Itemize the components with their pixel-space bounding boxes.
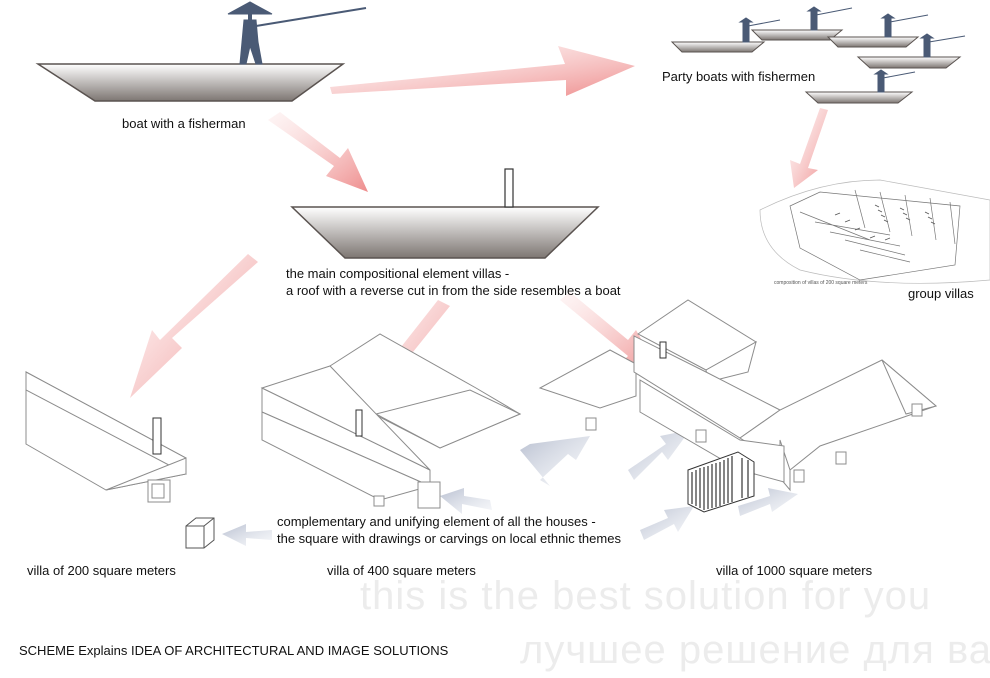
- watermark-line1: this is the best solution for you: [360, 574, 932, 618]
- fisherman-figure: [227, 1, 367, 65]
- boat-hull: [35, 63, 346, 102]
- arrow-to-roof: [268, 112, 368, 192]
- group-villas-label: group villas: [908, 286, 974, 301]
- roof-chimney: [504, 168, 514, 208]
- villa-1000-drawing: [538, 299, 938, 513]
- party-boat: [750, 6, 853, 41]
- villa-400-label: villa of 400 square meters: [327, 563, 476, 578]
- main-element-line2: a roof with a reverse cut in from the si…: [286, 283, 621, 298]
- party-boats: [670, 6, 966, 104]
- complementary-line2: the square with drawings or carvings on …: [277, 531, 621, 546]
- villa-200-drawing: [25, 371, 187, 503]
- group-villas-caption: composition of villas of 200 square mete…: [774, 280, 868, 286]
- arrow-to-party-boats: [330, 46, 635, 96]
- blue-arrow: [628, 430, 690, 480]
- carved-pavilion: [687, 451, 755, 513]
- arrow-to-group-villas: [790, 108, 828, 188]
- party-boat: [856, 33, 966, 69]
- group-villas-plan: [759, 179, 990, 284]
- blue-arrow: [640, 506, 694, 540]
- boat-roof-hull: [290, 206, 600, 259]
- blue-arrow: [738, 488, 798, 516]
- villa-1000-label: villa of 1000 square meters: [716, 563, 873, 578]
- party-boat: [804, 69, 916, 104]
- watermark-line2: лучшее решение для вас: [520, 628, 990, 672]
- boat-with-fisherman: [35, 1, 367, 102]
- complementary-line1: complementary and unifying element of al…: [277, 514, 596, 529]
- carved-square: [185, 517, 215, 549]
- main-element-line1: the main compositional element villas -: [286, 266, 510, 281]
- blue-arrow: [440, 488, 492, 514]
- villa-400-drawing: [260, 333, 522, 509]
- blue-arrow: [520, 436, 590, 486]
- scheme-title: SCHEME Explains IDEA OF ARCHITECTURAL AN…: [19, 643, 449, 658]
- arrow-to-square: [222, 524, 272, 546]
- boat-label: boat with a fisherman: [122, 116, 246, 131]
- unifying-arrows: [222, 430, 798, 546]
- party-boat: [670, 17, 781, 53]
- party-boat: [826, 13, 929, 48]
- boat-roof-element: [290, 168, 600, 259]
- arrow-to-villa-200: [130, 254, 258, 398]
- villa-200-label: villa of 200 square meters: [27, 563, 176, 578]
- party-boats-label: Party boats with fishermen: [662, 69, 816, 84]
